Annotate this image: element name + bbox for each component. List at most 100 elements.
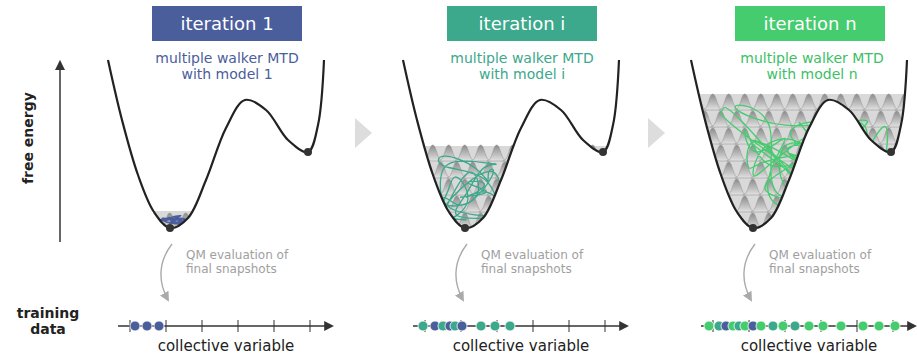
iteration-header: iteration 1 <box>152 6 302 41</box>
gaussian-bump <box>887 145 907 161</box>
gaussian-bump <box>511 196 531 212</box>
gaussian-bump <box>767 94 787 110</box>
training-point <box>142 321 152 331</box>
gaussian-bump <box>607 196 627 212</box>
gaussian-bump <box>879 128 899 144</box>
gaussian-bump <box>288 213 308 229</box>
axis-label: collective variable <box>426 338 616 355</box>
free-energy-panel <box>100 60 340 361</box>
gaussian-bump <box>615 213 635 229</box>
gaussian-bump <box>839 179 859 195</box>
gaussian-bump <box>703 94 723 110</box>
training-point <box>804 321 814 331</box>
gaussian-bump <box>591 162 611 178</box>
gaussian-bump <box>527 196 547 212</box>
gaussian-bump <box>415 196 435 212</box>
gaussian-bump <box>823 213 843 229</box>
gaussian-bump <box>407 179 427 195</box>
gaussian-bump <box>687 196 707 212</box>
axis-tick <box>166 320 167 332</box>
training-point <box>874 321 884 331</box>
gaussian-bump <box>711 111 731 127</box>
qm-arrow <box>161 244 172 300</box>
gaussian-bump <box>559 196 579 212</box>
gaussian-bump <box>783 196 803 212</box>
gaussian-bump <box>551 213 571 229</box>
gaussian-bump <box>839 213 859 229</box>
gaussian-bump <box>320 213 340 229</box>
gaussian-bump <box>791 213 811 229</box>
axis-label: collective variable <box>131 338 321 355</box>
gaussian-bump <box>855 111 875 127</box>
gaussian-bump <box>272 213 292 229</box>
free-energy-curve <box>403 60 619 228</box>
gaussian-bump <box>871 179 891 195</box>
gaussian-bump <box>855 145 875 161</box>
gaussian-bump <box>687 162 707 178</box>
iteration-header: iteration i <box>447 6 597 41</box>
training-point <box>778 321 788 331</box>
gaussian-bump <box>567 179 587 195</box>
gaussian-bump <box>599 179 619 195</box>
gaussian-bump <box>847 94 867 110</box>
axis-tick <box>857 320 858 332</box>
gaussian-bump <box>399 196 419 212</box>
gaussian-bump <box>775 213 795 229</box>
qm-note: QM evaluation of final snapshots <box>186 249 316 277</box>
gaussian-bump <box>823 179 843 195</box>
gaussian-bump <box>112 213 132 229</box>
gaussian-bump <box>807 213 827 229</box>
gaussian-bump <box>839 145 859 161</box>
gaussian-bump <box>575 196 595 212</box>
gaussian-bump <box>815 162 835 178</box>
gaussian-bump <box>903 179 917 195</box>
gaussian-bump <box>192 213 212 229</box>
gaussian-bump <box>751 94 771 110</box>
gaussian-bump <box>807 145 827 161</box>
gaussian-bump <box>575 162 595 178</box>
axis-label: collective variable <box>714 338 904 355</box>
axis-tick <box>202 320 203 332</box>
gaussian-bump <box>871 111 891 127</box>
gaussian-bump <box>823 145 843 161</box>
training-point <box>768 321 778 331</box>
axis-tick <box>569 320 570 332</box>
training-point <box>476 321 486 331</box>
gaussian-bump <box>727 145 747 161</box>
free-energy-curve <box>691 60 907 228</box>
step-chevron <box>355 118 372 148</box>
gaussian-bump <box>503 179 523 195</box>
gaussian-bump <box>399 162 419 178</box>
axis-tick <box>310 320 311 332</box>
step-chevron <box>648 118 665 148</box>
gaussian-bump <box>703 128 723 144</box>
gaussian-bump <box>879 162 899 178</box>
gaussian-bump <box>503 213 523 229</box>
training-point <box>418 321 428 331</box>
header-text: iteration i <box>479 13 566 34</box>
gaussian-bump <box>807 179 827 195</box>
gaussian-bump <box>240 213 260 229</box>
minimum-dot <box>887 148 895 156</box>
gaussian-bump <box>823 111 843 127</box>
axis-tick <box>533 320 534 332</box>
gaussian-bump <box>304 213 324 229</box>
training-point <box>818 321 828 331</box>
minimum-dot <box>166 224 174 232</box>
gaussian-bump <box>559 162 579 178</box>
gaussian-bump <box>687 94 707 110</box>
gaussian-bump <box>495 196 515 212</box>
training-point <box>836 321 846 331</box>
gaussian-bump <box>535 213 555 229</box>
gaussian-bump <box>695 213 715 229</box>
gaussian-bump <box>871 213 891 229</box>
gaussian-bump <box>863 162 883 178</box>
axis-tick <box>238 320 239 332</box>
axis-title: free energy <box>20 73 36 203</box>
qm-note: QM evaluation of final snapshots <box>481 249 611 277</box>
gaussian-bump <box>591 196 611 212</box>
panel-caption: multiple walker MTD with model n <box>737 50 887 82</box>
gaussian-bump <box>599 213 619 229</box>
gaussian-bump <box>895 196 915 212</box>
gaussian-bump <box>423 213 443 229</box>
